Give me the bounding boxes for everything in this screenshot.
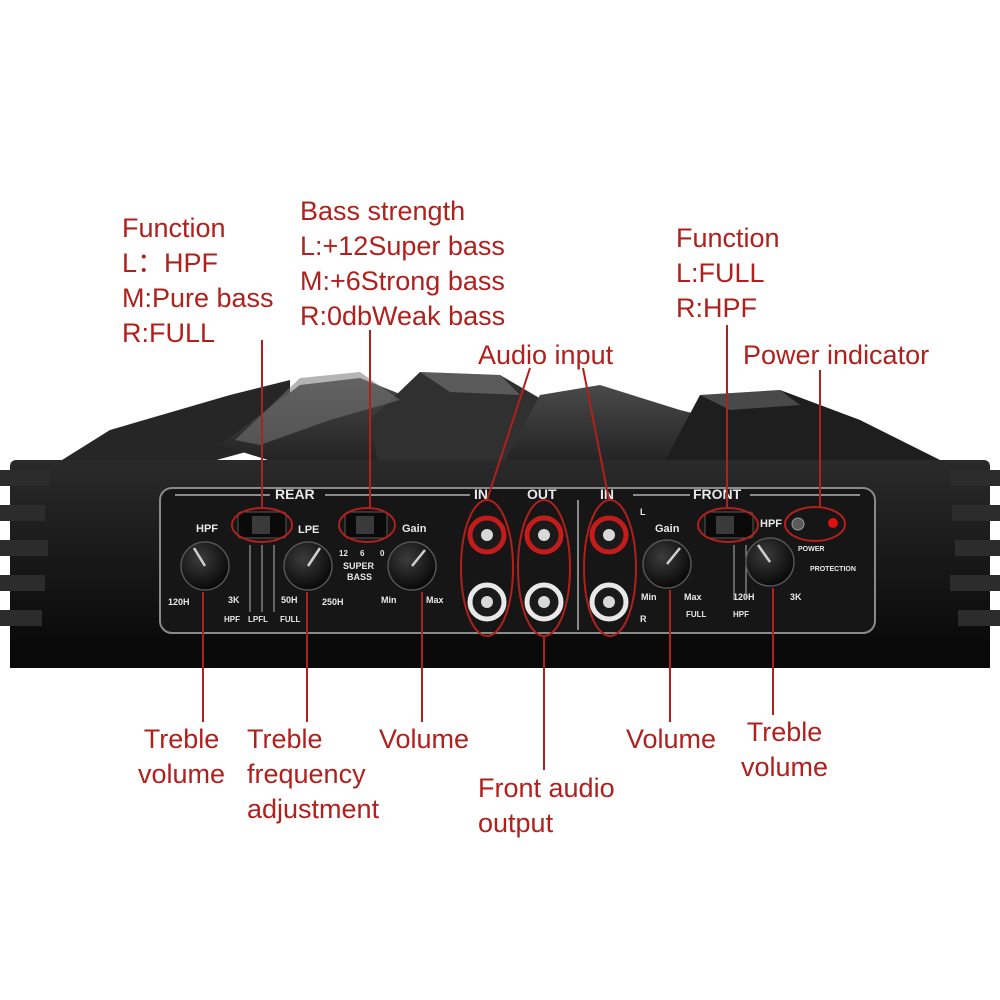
label-hpf-front: HPF bbox=[760, 518, 782, 530]
annotation-front-audio-output: Front audio output bbox=[478, 773, 615, 838]
annotation-bass-strength: Bass strength L:+12Super bass M:+6Strong… bbox=[300, 196, 506, 331]
label-max-front: Max bbox=[684, 592, 702, 602]
annotation-front-function: Function L:FULL R:HPF bbox=[676, 223, 780, 323]
rear-treble-knob[interactable] bbox=[180, 541, 230, 591]
label-min-front: Min bbox=[641, 592, 657, 602]
label-out: OUT bbox=[527, 486, 557, 502]
label-50h: 50H bbox=[281, 595, 298, 605]
label-120h-front: 120H bbox=[733, 592, 755, 602]
annotation-front-volume: Volume bbox=[626, 724, 717, 754]
label-bass-12: 12 bbox=[339, 549, 348, 558]
treble-frequency-knob[interactable] bbox=[283, 541, 333, 591]
label-bass: BASS bbox=[347, 572, 372, 582]
label-120h-rear: 120H bbox=[168, 597, 190, 607]
label-super: SUPER bbox=[343, 561, 375, 571]
label-sw-hpf-front: HPF bbox=[733, 610, 749, 619]
label-min-rear: Min bbox=[381, 595, 397, 605]
front-gain-knob[interactable] bbox=[642, 539, 692, 589]
label-front: FRONT bbox=[693, 486, 742, 502]
label-bass-0: 0 bbox=[380, 549, 385, 558]
label-power: POWER bbox=[798, 546, 824, 553]
front-treble-knob[interactable] bbox=[745, 537, 795, 587]
label-3k-rear: 3K bbox=[228, 595, 240, 605]
label-in-left: IN bbox=[474, 486, 488, 502]
annotation-treble-frequency: Treble frequency adjustment bbox=[247, 724, 380, 824]
callouts bbox=[202, 325, 846, 770]
power-led bbox=[828, 518, 838, 528]
label-ch-r: R bbox=[640, 614, 647, 624]
rear-gain-knob[interactable] bbox=[387, 541, 437, 591]
annotation-rear-treble-volume: Treble volume bbox=[138, 724, 226, 789]
label-sw-lpfl: LPFL bbox=[248, 615, 268, 624]
side-fins bbox=[0, 470, 1000, 626]
protection-led bbox=[791, 517, 805, 531]
annotation-front-treble-volume: Treble volume bbox=[741, 717, 829, 782]
label-lpe: LPE bbox=[298, 524, 319, 536]
label-protection: PROTECTION bbox=[810, 566, 856, 573]
label-rear: REAR bbox=[275, 486, 315, 502]
label-ch-l: L bbox=[640, 507, 646, 517]
label-250h: 250H bbox=[322, 597, 344, 607]
annotation-audio-input: Audio input bbox=[478, 340, 614, 370]
rca-jacks[interactable] bbox=[467, 515, 629, 622]
label-3k-front: 3K bbox=[790, 592, 802, 602]
label-sw-hpf: HPF bbox=[224, 615, 240, 624]
label-bass-6: 6 bbox=[360, 549, 365, 558]
label-gain-rear: Gain bbox=[402, 523, 427, 535]
label-sw-full-front: FULL bbox=[686, 610, 707, 619]
annotation-rear-function: Function L：HPF M:Pure bass R:FULL bbox=[122, 213, 274, 348]
annotation-rear-volume: Volume bbox=[379, 724, 470, 754]
label-hpf-rear: HPF bbox=[196, 523, 218, 535]
label-gain-front: Gain bbox=[655, 523, 680, 535]
label-max-rear: Max bbox=[426, 595, 444, 605]
annotation-power-indicator: Power indicator bbox=[743, 340, 930, 370]
label-sw-full: FULL bbox=[280, 615, 301, 624]
